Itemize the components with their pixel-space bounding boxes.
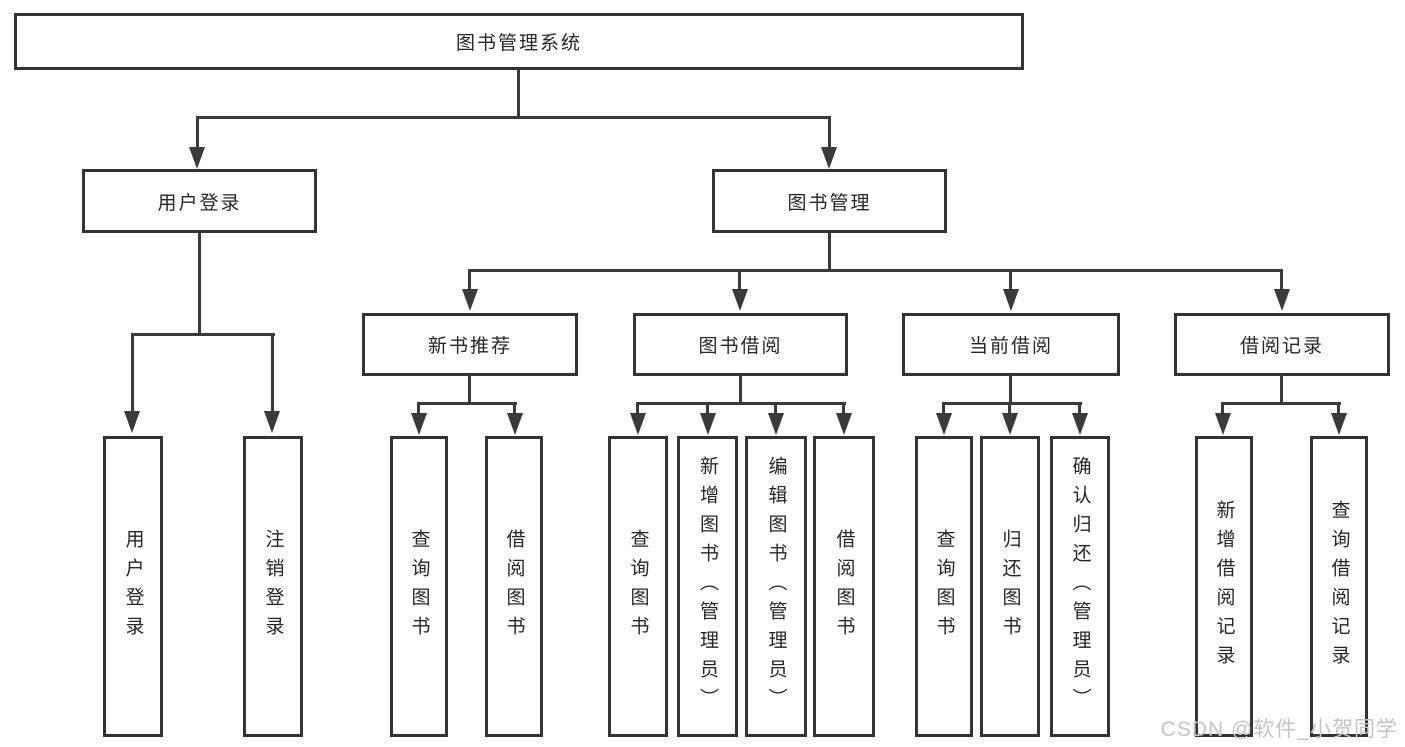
watermark: CSDN @软件_小贺同学 — [1160, 718, 1398, 741]
connector-current-bar — [942, 402, 1082, 405]
node-leaf-confirm-return-admin: 确认归还（管理员） — [1050, 436, 1110, 737]
node-label: 图书借阅 — [698, 336, 783, 357]
connector-g4-1 — [942, 402, 945, 416]
node-book-borrowing: 图书借阅 — [633, 313, 848, 376]
connector-g5-2 — [1337, 402, 1340, 416]
node-label: 新书推荐 — [427, 336, 512, 357]
connector-to-login — [131, 333, 134, 413]
node-label: 确认归还（管理员） — [1069, 456, 1091, 717]
connector-g3-1 — [636, 402, 639, 416]
node-book-management: 图书管理 — [712, 169, 947, 233]
node-leaf-borrow-books-1: 借阅图书 — [485, 436, 543, 737]
node-label: 归还图书 — [999, 528, 1021, 645]
arrowhead-g3-2 — [700, 413, 716, 435]
node-label: 用户登录 — [122, 528, 144, 645]
connector-g3-3 — [774, 402, 777, 416]
connector-current-stem — [1009, 375, 1012, 405]
connector-to-records — [1280, 269, 1283, 291]
connector-records-bar — [1221, 402, 1341, 405]
node-leaf-add-borrow-record: 新增借阅记录 — [1195, 436, 1253, 737]
arrowhead-g4-3 — [1072, 413, 1088, 435]
node-label: 图书管理 — [787, 192, 872, 214]
arrowhead-g5-1 — [1215, 413, 1231, 435]
node-system-root: 图书管理系统 — [14, 13, 1024, 70]
connector-newbooks-stem — [468, 375, 471, 405]
node-leaf-edit-books-admin: 编辑图书（管理员） — [745, 436, 807, 737]
connector-user-bar — [131, 333, 275, 336]
node-leaf-borrow-books-2: 借阅图书 — [813, 436, 875, 737]
node-leaf-add-books-admin: 新增图书（管理员） — [677, 436, 738, 737]
node-leaf-query-books-3: 查询图书 — [915, 436, 973, 737]
node-leaf-logout: 注销登录 — [243, 436, 303, 737]
arrowhead-logout — [264, 411, 280, 433]
connector-g3-4 — [842, 402, 845, 416]
arrowhead-book-mgmt — [821, 147, 837, 169]
node-leaf-query-books-1: 查询图书 — [390, 436, 448, 737]
node-borrowing-records: 借阅记录 — [1174, 313, 1390, 376]
node-label: 借阅图书 — [833, 528, 855, 645]
node-label: 新增图书（管理员） — [697, 456, 718, 717]
connector-mgmt-stem — [828, 233, 831, 272]
connector-borrowing-stem — [739, 375, 742, 405]
node-label: 新增借阅记录 — [1213, 499, 1235, 674]
connector-g3-2 — [706, 402, 709, 416]
connector-to-current — [1009, 269, 1012, 291]
arrowhead-new-books — [462, 289, 478, 311]
node-label: 当前借阅 — [968, 336, 1053, 357]
node-user-login: 用户登录 — [82, 169, 317, 233]
node-leaf-query-books-2: 查询图书 — [608, 436, 668, 737]
connector-g2-1 — [417, 402, 420, 416]
connector-to-logout — [271, 333, 274, 413]
node-label: 查询图书 — [627, 528, 649, 645]
arrowhead-g5-2 — [1331, 413, 1347, 435]
node-current-borrowing: 当前借阅 — [902, 313, 1120, 376]
connector-root-stem — [517, 69, 520, 119]
connector-to-new-books — [468, 269, 471, 291]
arrowhead-g2-1 — [411, 413, 427, 435]
node-leaf-user-login: 用户登录 — [103, 436, 163, 737]
connector-newbooks-bar — [417, 402, 517, 405]
arrowhead-current — [1003, 289, 1019, 311]
arrowhead-g2-2 — [507, 413, 523, 435]
arrowhead-g3-3 — [768, 413, 784, 435]
node-label: 借阅记录 — [1239, 336, 1324, 357]
arrowhead-g3-4 — [836, 413, 852, 435]
node-leaf-return-books: 归还图书 — [980, 436, 1040, 737]
node-label: 查询图书 — [408, 528, 430, 645]
connector-borrowing-bar — [636, 402, 846, 405]
arrowhead-records — [1274, 289, 1290, 311]
node-label: 用户登录 — [157, 192, 242, 214]
connector-level1-bar — [196, 116, 831, 119]
arrowhead-login — [124, 411, 140, 433]
arrowhead-user-login — [189, 147, 205, 169]
connector-user-stem — [198, 233, 201, 335]
node-label: 编辑图书（管理员） — [765, 456, 787, 717]
connector-to-borrowing — [738, 269, 741, 291]
arrowhead-borrowing — [732, 289, 748, 311]
arrowhead-g4-1 — [936, 413, 952, 435]
node-label: 图书管理系统 — [455, 33, 582, 54]
node-label: 借阅图书 — [503, 528, 525, 645]
connector-to-user-login — [196, 116, 199, 149]
node-label: 查询图书 — [933, 528, 955, 645]
connector-to-book-mgmt — [828, 116, 831, 149]
node-new-book-recommend: 新书推荐 — [362, 313, 578, 376]
connector-level2-bar — [468, 269, 1283, 272]
connector-g2-2 — [513, 402, 516, 416]
node-leaf-query-borrow-record: 查询借阅记录 — [1310, 436, 1368, 737]
node-label: 注销登录 — [262, 528, 284, 645]
node-label: 查询借阅记录 — [1328, 499, 1350, 674]
connector-g5-1 — [1221, 402, 1224, 416]
connector-g4-2 — [1008, 402, 1011, 416]
arrowhead-g3-1 — [630, 413, 646, 435]
arrowhead-g4-2 — [1002, 413, 1018, 435]
connector-g4-3 — [1078, 402, 1081, 416]
connector-records-stem — [1280, 375, 1283, 405]
